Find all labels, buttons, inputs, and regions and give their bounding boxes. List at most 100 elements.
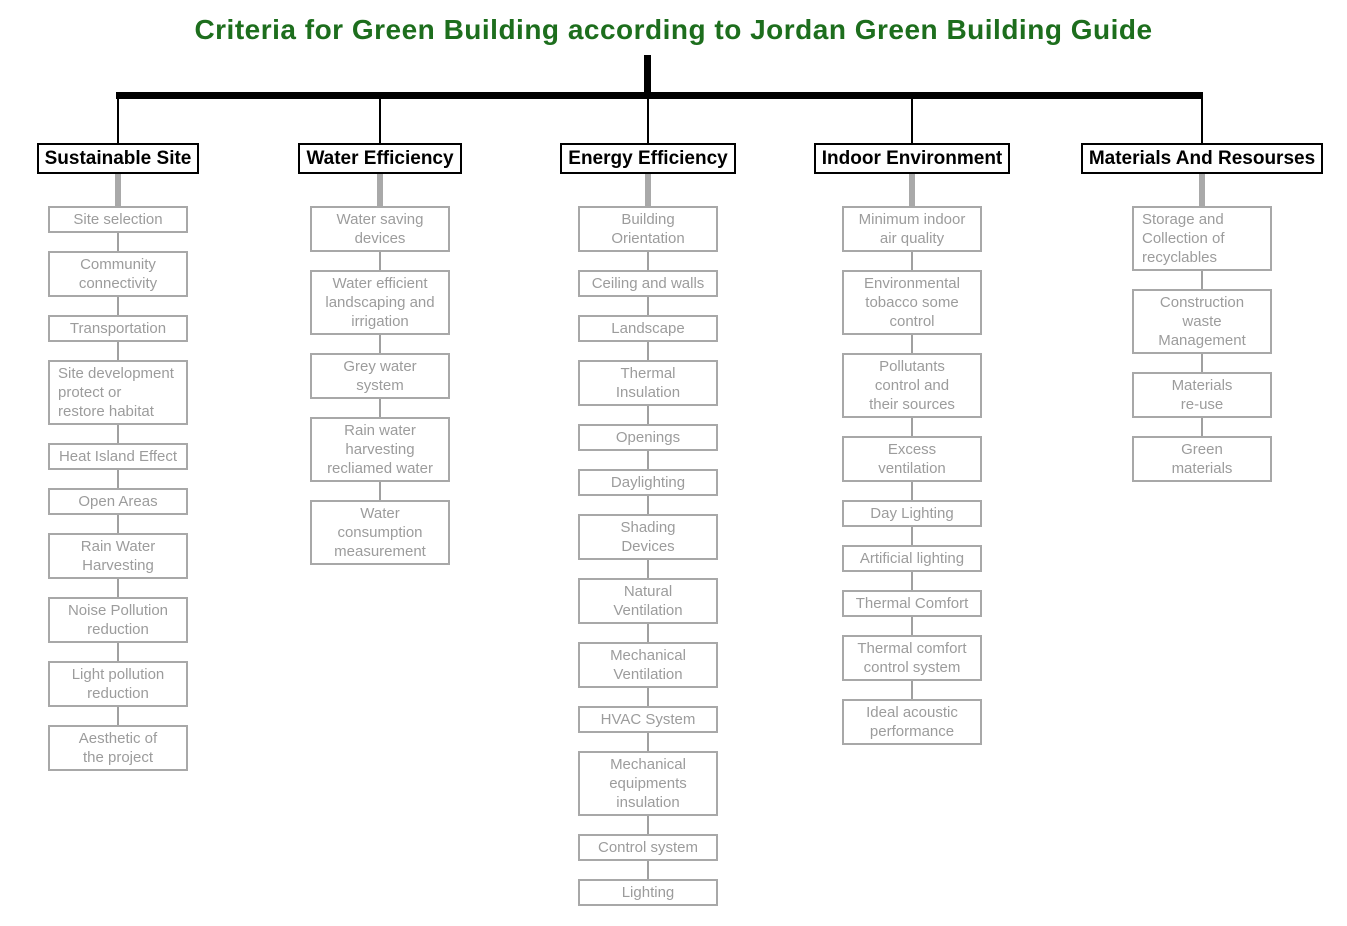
criterion-item: Building Orientation <box>578 206 718 252</box>
criterion-item: Control system <box>578 816 718 861</box>
connector-line <box>117 233 119 251</box>
criterion-item: Open Areas <box>48 470 188 515</box>
category-header: Water Efficiency <box>298 143 462 174</box>
connector-line <box>911 335 913 353</box>
criterion-box: Pollutants control and their sources <box>842 353 982 418</box>
connector-line <box>647 297 649 315</box>
criterion-item: Thermal Insulation <box>578 342 718 406</box>
connector-line <box>117 579 119 597</box>
criterion-item: Daylighting <box>578 451 718 496</box>
criterion-item: Water saving devices <box>310 206 450 252</box>
category-column: Indoor Environment Minimum indoor air qu… <box>712 99 1112 745</box>
connector-line <box>647 733 649 751</box>
criterion-item: Construction waste Management <box>1132 271 1272 354</box>
criterion-item: Environmental tobacco some control <box>842 252 982 335</box>
criterion-box: Construction waste Management <box>1132 289 1272 354</box>
criterion-item: Thermal comfort control system <box>842 617 982 681</box>
criterion-box: Site selection <box>48 206 188 233</box>
connector-line <box>647 861 649 879</box>
connector-line <box>911 252 913 270</box>
branch-drop-line <box>911 99 913 143</box>
criterion-item: Landscape <box>578 297 718 342</box>
criteria-list: Building Orientation Ceiling and walls L… <box>578 206 718 906</box>
criterion-box: Natural Ventilation <box>578 578 718 624</box>
criterion-box: Aesthetic of the project <box>48 725 188 771</box>
criterion-box: Open Areas <box>48 488 188 515</box>
criterion-box: HVAC System <box>578 706 718 733</box>
criterion-box: Minimum indoor air quality <box>842 206 982 252</box>
criterion-box: Building Orientation <box>578 206 718 252</box>
connector-line <box>911 482 913 500</box>
criterion-box: Noise Pollution reduction <box>48 597 188 643</box>
branch-drop-line <box>647 99 649 143</box>
criterion-item: Light pollution reduction <box>48 643 188 707</box>
criterion-item: Openings <box>578 406 718 451</box>
category-column: Materials And Resourses Storage and Coll… <box>1002 99 1347 482</box>
connector-line <box>1201 354 1203 372</box>
criterion-box: Daylighting <box>578 469 718 496</box>
connector-line <box>647 252 649 270</box>
category-column: Sustainable Site Site selection Communit… <box>0 99 318 771</box>
criterion-box: Rain Water Harvesting <box>48 533 188 579</box>
criterion-item: Water consumption measurement <box>310 482 450 565</box>
connector-line <box>647 451 649 469</box>
connector-line <box>647 560 649 578</box>
criteria-list: Water saving devices Water efficient lan… <box>310 206 450 565</box>
criterion-box: Rain water harvesting recliamed water <box>310 417 450 482</box>
category-header: Sustainable Site <box>36 143 200 174</box>
category-header-label: Indoor Environment <box>821 148 1003 169</box>
criterion-box: Transportation <box>48 315 188 342</box>
connector-line <box>117 707 119 725</box>
criterion-box: Openings <box>578 424 718 451</box>
criterion-item: Green materials <box>1132 418 1272 482</box>
criterion-box: Lighting <box>578 879 718 906</box>
category-header-label: Sustainable Site <box>44 148 192 169</box>
header-connector-line <box>1199 174 1205 206</box>
criteria-list: Minimum indoor air quality Environmental… <box>842 206 982 745</box>
branch-drop-line <box>1201 99 1203 143</box>
criterion-item: Mechanical Ventilation <box>578 624 718 688</box>
connector-line <box>117 425 119 443</box>
criterion-box: Water consumption measurement <box>310 500 450 565</box>
criteria-list: Site selection Community connectivity Tr… <box>48 206 188 771</box>
branch-drop-line <box>379 99 381 143</box>
criterion-box: Ideal acoustic performance <box>842 699 982 745</box>
criterion-box: Grey water system <box>310 353 450 399</box>
criterion-item: Transportation <box>48 297 188 342</box>
criterion-box: Day Lighting <box>842 500 982 527</box>
criterion-box: Green materials <box>1132 436 1272 482</box>
criterion-box: Ceiling and walls <box>578 270 718 297</box>
connector-line <box>911 418 913 436</box>
criterion-item: Ceiling and walls <box>578 252 718 297</box>
connector-line <box>117 297 119 315</box>
criterion-item: Noise Pollution reduction <box>48 579 188 643</box>
header-connector-line <box>115 174 121 206</box>
connector-line <box>911 527 913 545</box>
connector-line <box>117 470 119 488</box>
criterion-item: Lighting <box>578 861 718 906</box>
criterion-item: Rain Water Harvesting <box>48 515 188 579</box>
criterion-box: Site development protect or restore habi… <box>48 360 188 425</box>
connector-line <box>911 572 913 590</box>
criterion-item: Ideal acoustic performance <box>842 681 982 745</box>
criterion-item: Grey water system <box>310 335 450 399</box>
connector-line <box>379 482 381 500</box>
criterion-item: Site development protect or restore habi… <box>48 342 188 425</box>
header-connector-line <box>909 174 915 206</box>
criterion-box: Landscape <box>578 315 718 342</box>
connector-line <box>647 624 649 642</box>
diagram-title: Criteria for Green Building according to… <box>194 14 1153 45</box>
criterion-item: Rain water harvesting recliamed water <box>310 399 450 482</box>
criterion-box: Thermal Insulation <box>578 360 718 406</box>
category-column: Energy Efficiency Building Orientation C… <box>448 99 848 906</box>
category-header-label: Materials And Resourses <box>1088 148 1316 169</box>
criterion-item: Shading Devices <box>578 496 718 560</box>
criterion-box: Shading Devices <box>578 514 718 560</box>
criterion-item: Thermal Comfort <box>842 572 982 617</box>
criterion-item: Artificial lighting <box>842 527 982 572</box>
criterion-box: Thermal comfort control system <box>842 635 982 681</box>
connector-line <box>379 399 381 417</box>
connector-line <box>647 496 649 514</box>
category-header: Energy Efficiency <box>560 143 736 174</box>
